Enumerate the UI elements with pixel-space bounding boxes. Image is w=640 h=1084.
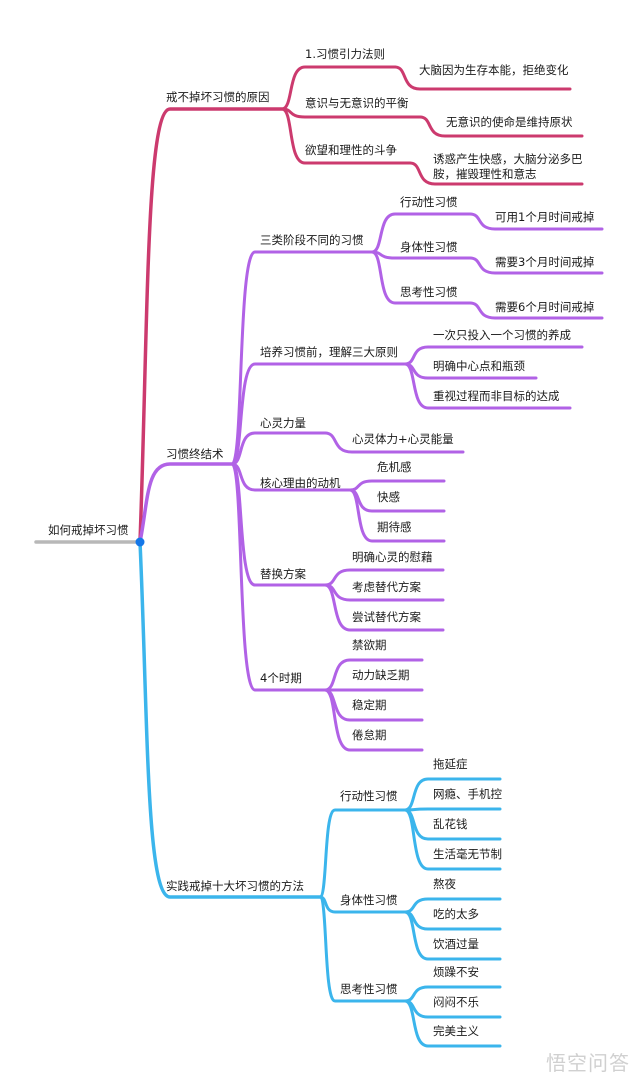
leaf-connector — [323, 583, 445, 632]
sub-node[interactable]: 思考性习惯 — [340, 982, 398, 996]
leaf-node[interactable]: 明确心灵的慰藉 — [352, 550, 433, 564]
leaf-node[interactable]: 完美主义 — [433, 1024, 479, 1038]
leaf-connector — [403, 808, 502, 871]
leaf-node[interactable]: 一次只投入一个习惯的养成 — [433, 328, 571, 342]
type-node[interactable]: 身体性习惯 — [400, 240, 458, 254]
leaf-node[interactable]: 闷闷不乐 — [433, 995, 479, 1009]
type-connector — [370, 212, 472, 254]
leaf-node[interactable]: 生活毫无节制 — [433, 847, 502, 861]
leaf-node[interactable]: 吃的太多 — [433, 907, 479, 921]
leaf-connector — [403, 362, 572, 410]
leaf-connector — [393, 65, 572, 91]
leaf-connector — [323, 431, 465, 454]
leaf-node[interactable]: 明确中心点和瓶颈 — [433, 359, 525, 373]
leaf-connector — [468, 256, 604, 275]
leaf-node[interactable]: 拖延症 — [433, 757, 468, 771]
leaf-connector — [468, 212, 604, 231]
leaf-node[interactable]: 倦怠期 — [352, 728, 387, 742]
leaf-node[interactable]: 重视过程而非目标的达成 — [433, 389, 560, 403]
leaf-connector — [323, 688, 424, 752]
leaf-node[interactable]: 熬夜 — [433, 877, 456, 891]
leaf-connector — [403, 999, 502, 1048]
leaf-node[interactable]: 烦躁不安 — [433, 965, 479, 979]
leaf-connector — [468, 301, 604, 320]
sub-node[interactable]: 行动性习惯 — [340, 789, 398, 803]
branch-node[interactable]: 实践戒掉十大坏习惯的方法 — [166, 879, 304, 893]
sub-node[interactable]: 培养习惯前，理解三大原则 — [260, 345, 398, 359]
leaf-node[interactable]: 诱惑产生快感，大脑分泌多巴胺，摧毁理性和意志 — [433, 152, 583, 181]
root-node[interactable]: 如何戒掉坏习惯 — [48, 523, 129, 537]
leaf-node[interactable]: 动力缺乏期 — [352, 668, 410, 682]
branch-2-sub-connector — [230, 462, 327, 692]
branch-node[interactable]: 戒不掉坏习惯的原因 — [166, 90, 270, 104]
root-node-dot — [135, 537, 145, 547]
leaf-node[interactable]: 网瘾、手机控 — [433, 787, 502, 801]
leaf-node[interactable]: 饮酒过量 — [433, 937, 479, 951]
branch-node[interactable]: 习惯终结术 — [166, 447, 224, 461]
leaf-node[interactable]: 需要3个月时间戒掉 — [495, 255, 595, 269]
leaf-node[interactable]: 期待感 — [377, 520, 412, 534]
branch-1-sub-connector — [280, 65, 397, 111]
sub-node[interactable]: 三类阶段不同的习惯 — [260, 233, 364, 247]
branch-2-sub-connector — [230, 431, 327, 466]
type-node[interactable]: 行动性习惯 — [400, 195, 458, 209]
leaf-node[interactable]: 可用1个月时间戒掉 — [495, 210, 595, 224]
leaf-node[interactable]: 尝试替代方案 — [352, 610, 421, 624]
leaf-node[interactable]: 大脑因为生存本能，拒绝变化 — [419, 63, 569, 77]
branch-3-connector — [138, 540, 322, 899]
leaf-node[interactable]: 乱花钱 — [433, 817, 468, 831]
branch-2-connector — [138, 462, 234, 544]
leaf-connector — [418, 115, 584, 138]
sub-node[interactable]: 欲望和理性的斗争 — [305, 143, 397, 157]
type-node[interactable]: 思考性习惯 — [400, 285, 458, 299]
leaf-connector — [403, 807, 502, 812]
branch-2-sub-connector — [230, 362, 407, 466]
type-connector — [370, 250, 472, 305]
leaf-node[interactable]: 危机感 — [377, 460, 412, 474]
leaf-connector — [408, 161, 584, 186]
leaf-connector — [348, 488, 446, 543]
leaf-node[interactable]: 稳定期 — [352, 698, 387, 712]
leaf-node[interactable]: 考虑替代方案 — [352, 580, 421, 594]
branch-3-sub-connector — [318, 895, 407, 1003]
leaf-node[interactable]: 需要6个月时间戒掉 — [495, 300, 595, 314]
branch-1-sub-connector — [280, 107, 412, 165]
watermark: 悟空问答 — [546, 1051, 630, 1075]
sub-node[interactable]: 1.习惯引力法则 — [305, 47, 385, 61]
leaf-connector — [348, 479, 446, 492]
sub-node[interactable]: 替换方案 — [260, 567, 306, 581]
sub-node[interactable]: 意识与无意识的平衡 — [305, 96, 409, 110]
leaf-connector — [403, 910, 502, 961]
sub-node[interactable]: 核心理由的动机 — [260, 476, 341, 490]
branch-1-connector — [138, 107, 284, 544]
leaf-node[interactable]: 禁欲期 — [352, 638, 387, 652]
leaf-node[interactable]: 快感 — [377, 490, 400, 504]
sub-node[interactable]: 4个时期 — [260, 671, 302, 685]
sub-node[interactable]: 心灵力量 — [260, 416, 306, 430]
sub-node[interactable]: 身体性习惯 — [340, 893, 398, 907]
branch-3-sub-connector — [318, 808, 407, 899]
leaf-node[interactable]: 无意识的使命是维持原状 — [446, 115, 573, 129]
leaf-node[interactable]: 心灵体力+心灵能量 — [352, 432, 454, 446]
